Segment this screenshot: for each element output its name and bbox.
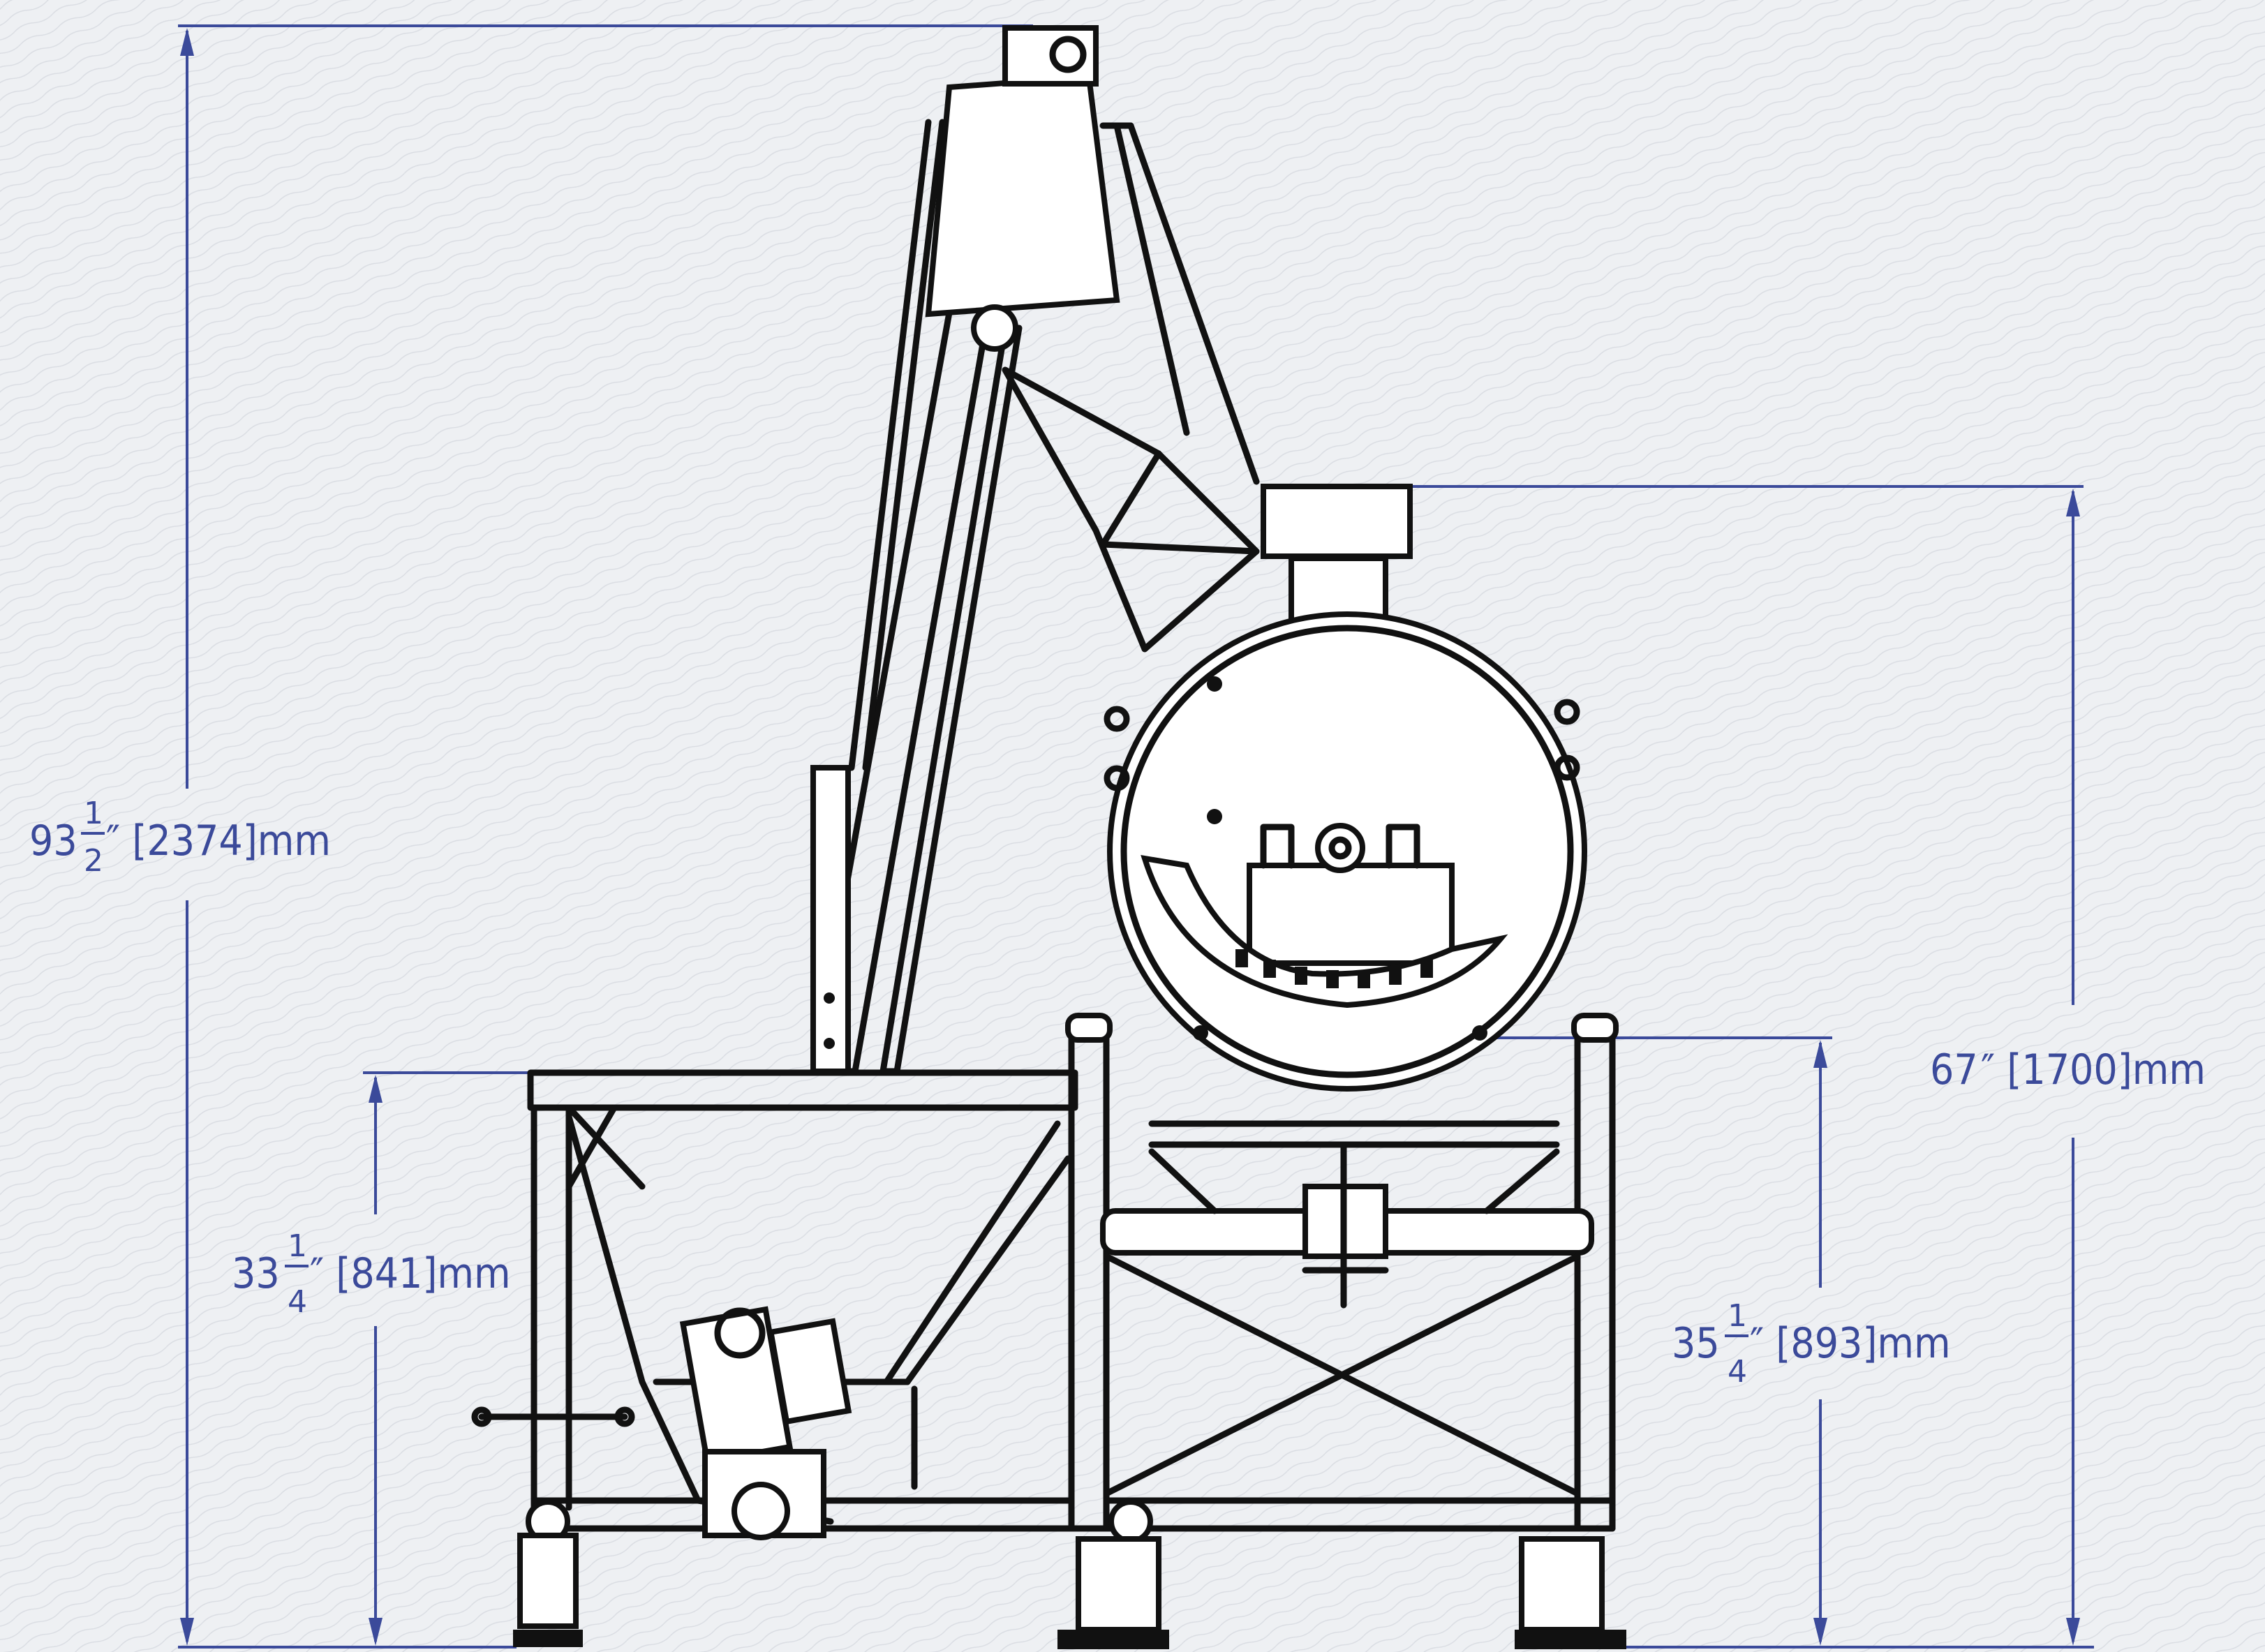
label-drum-outlet-height-num: 1 [1728, 1298, 1747, 1334]
label-hopper-height-den: 4 [288, 1284, 307, 1320]
label-total-height-num: 1 [84, 796, 103, 831]
label-drum-outlet-height-whole: 35 [1672, 1319, 1720, 1368]
label-drum-outlet-height-den: 4 [1728, 1354, 1747, 1390]
label-total-height-suffix: ″ [2374]mm [106, 817, 331, 865]
label-drum-top-height-suffix: ″ [1700]mm [1981, 1045, 2206, 1094]
drum-agitator [1141, 823, 1508, 1009]
label-drum-outlet-height: 35 1 4 ″ [893]mm [1672, 1298, 1951, 1390]
drum-stand [1065, 1013, 1619, 1532]
hopper-motor [679, 1306, 852, 1540]
label-hopper-height-whole: 33 [232, 1249, 280, 1298]
label-total-height: 93 1 2 ″ [2374]mm [29, 796, 331, 879]
hopper-legs [513, 1499, 583, 1647]
label-total-height-whole: 93 [29, 817, 77, 865]
label-hopper-height-num: 1 [288, 1228, 307, 1264]
label-drum-top-height: 67 ″ [1700]mm [1930, 1045, 2206, 1094]
label-hopper-height: 33 1 4 ″ [841]mm [232, 1228, 511, 1320]
feed-chute [1002, 122, 1260, 653]
label-hopper-height-suffix: ″ [841]mm [310, 1249, 511, 1298]
dimension-drum-top-height [1410, 485, 2094, 1649]
dimension-hopper-height [363, 1071, 530, 1646]
conveyor-head-box [925, 25, 1134, 352]
dimension-total-height [178, 24, 1033, 1649]
label-total-height-den: 2 [84, 843, 103, 879]
label-drum-top-height-whole: 67 [1930, 1045, 1978, 1094]
label-drum-outlet-height-suffix: ″ [893]mm [1750, 1319, 1951, 1368]
drum-stand-legs [1057, 1499, 1626, 1649]
